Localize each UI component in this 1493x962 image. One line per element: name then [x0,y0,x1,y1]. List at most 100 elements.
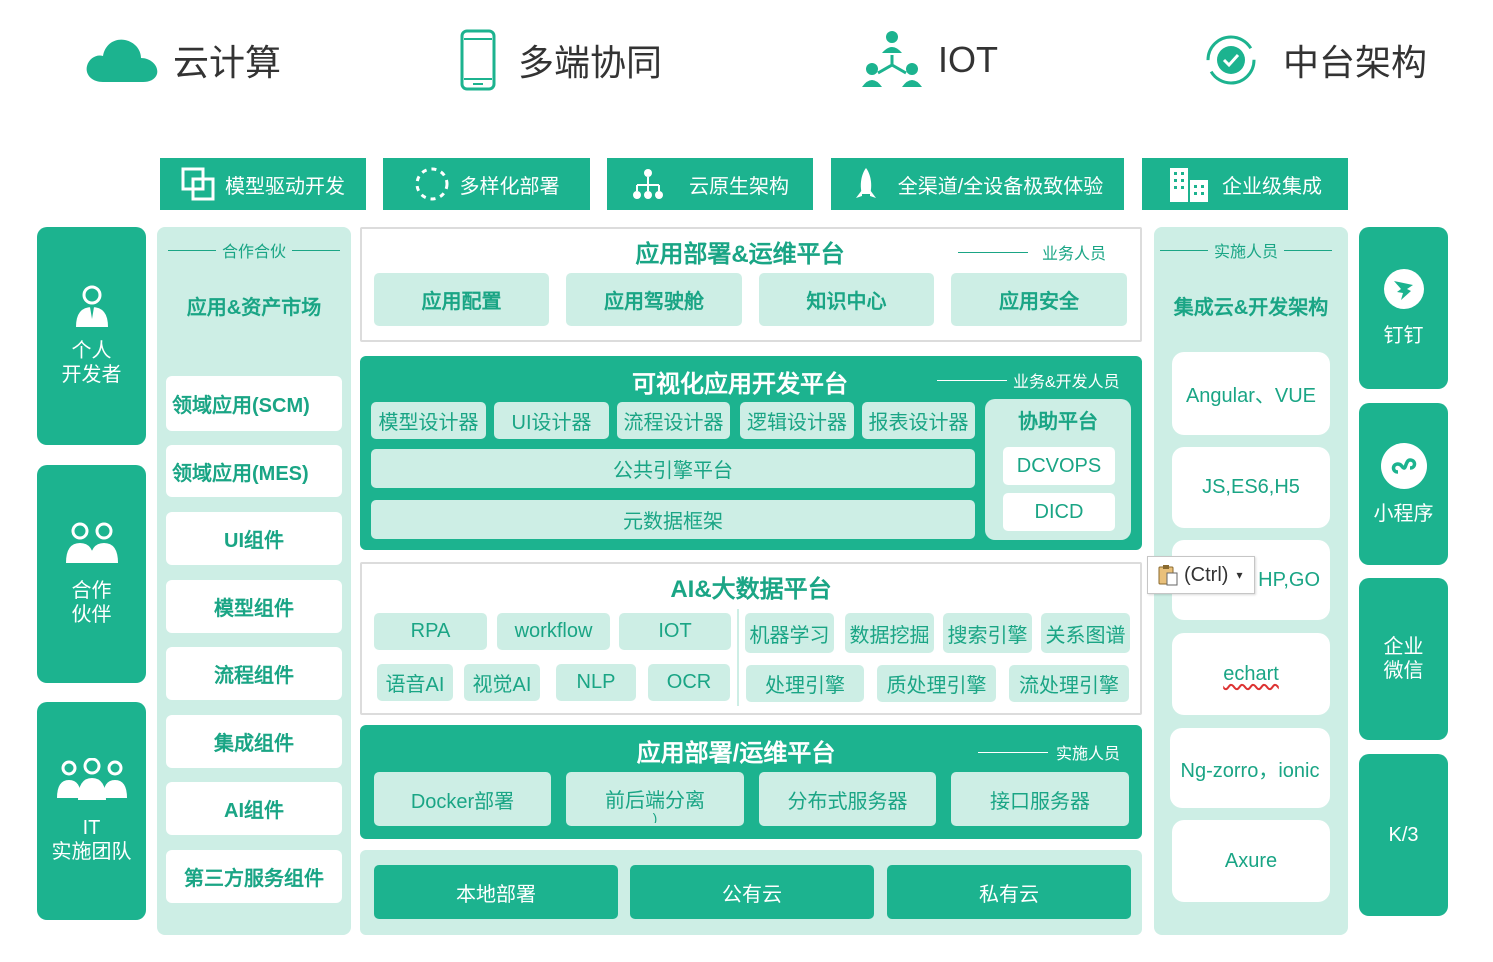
role-card-developer: 个人 开发者 [37,227,146,445]
tooltip-label: (Ctrl) [1184,563,1229,586]
cloud-item-private[interactable]: 私有云 [887,865,1131,919]
feature-label: 云原生架构 [689,175,789,198]
chevron-down-icon[interactable]: ▾ [1236,568,1243,582]
card-label: 企业 [1383,636,1424,658]
role-label: 伙伴 [71,604,112,626]
market-item-model[interactable]: 模型组件 [166,580,342,633]
tech-header: 实施人员 [1160,238,1338,262]
team-icon [56,758,127,800]
mini-program-icon [1380,443,1427,489]
market-item-thirdparty[interactable]: 第三方服务组件 [166,850,342,903]
market-item-ai[interactable]: AI组件 [166,782,342,835]
deploy-item-distributed[interactable]: 分布式服务器 [759,772,936,826]
ops-platform-title: 应用部署&运维平台 [635,241,845,268]
market-header-label: 合作合伙 [222,244,287,261]
ai-divider [737,609,739,706]
ops-item-security[interactable]: 应用安全 [951,273,1127,326]
top-item-multi: 多端协同 [460,20,662,100]
ai-item-mining[interactable]: 数据挖掘 [845,613,934,653]
designer-ui[interactable]: UI设计器 [494,402,609,439]
tech-item-angular[interactable]: Angular、VUE [1172,352,1330,435]
deploy-item-docker[interactable]: Docker部署 [374,772,551,826]
ops-item-knowledge[interactable]: 知识中心 [759,273,934,326]
card-k3[interactable]: K/3 [1359,754,1448,916]
ai-item-ocr[interactable]: OCR [648,664,730,701]
market-header: 合作合伙 [168,238,346,262]
ai-item-search[interactable]: 搜索引擎 [943,613,1032,653]
market-item-mes[interactable]: 领域应用(MES) [166,445,342,497]
top-label-iot: IOT [938,39,998,80]
designer-logic[interactable]: 逻辑设计器 [740,402,854,439]
cloud-item-public[interactable]: 公有云 [630,865,874,919]
feature-multi-deploy: 多样化部署 [383,158,590,210]
engine-platform[interactable]: 公共引擎平台 [371,449,975,488]
feature-label: 模型驱动开发 [225,175,345,198]
designer-flow[interactable]: 流程设计器 [617,402,730,439]
cloud-item-local[interactable]: 本地部署 [374,865,618,919]
tech-item-js[interactable]: JS,ES6,H5 [1172,447,1330,528]
assist-item-dcvops[interactable]: DCVOPS [1003,447,1115,485]
ai-item-iot[interactable]: IOT [619,613,731,650]
card-label: 微信 [1383,660,1424,682]
role-label: 业务&开发人员 [1013,374,1120,391]
ops-platform-role: 业务人员 [958,240,1106,264]
card-miniprogram[interactable]: 小程序 [1359,403,1448,565]
top-item-iot: IOT [860,20,998,100]
role-label: 实施团队 [51,841,132,863]
deploy-platform-title: 应用部署/运维平台 [636,740,836,767]
dotted-ring-icon [415,167,448,201]
designer-model[interactable]: 模型设计器 [371,402,486,439]
feature-enterprise: 企业级集成 [1142,158,1348,210]
role-label: 开发者 [61,364,122,386]
market-item-ui[interactable]: UI组件 [166,512,342,565]
deploy-item-separation[interactable]: 前后端分离 ) [566,772,744,826]
ai-item-ml[interactable]: 机器学习 [745,613,834,653]
ai-item-workflow[interactable]: workflow [497,613,610,650]
top-label-midplatform: 中台架构 [1283,42,1428,83]
feature-model-driven: 模型驱动开发 [160,158,366,210]
feature-label: 企业级集成 [1222,175,1322,198]
card-wecom[interactable]: 企业 微信 [1359,578,1448,740]
ops-item-cockpit[interactable]: 应用驾驶舱 [566,273,742,326]
person-icon [75,285,108,327]
tech-item-echart[interactable]: echart [1172,633,1330,715]
deploy-item-interface[interactable]: 接口服务器 [951,772,1129,826]
squares-icon [181,167,215,201]
designer-report[interactable]: 报表设计器 [862,402,975,439]
market-item-flow[interactable]: 流程组件 [166,647,342,700]
deploy-item-overflow: ) [652,812,658,823]
card-label: K/3 [1388,824,1419,846]
feature-label: 全渠道/全设备极致体验 [897,175,1104,198]
market-item-integration[interactable]: 集成组件 [166,715,342,768]
role-card-partner: 合作 伙伴 [37,465,146,683]
top-item-midplatform: 中台架构 [1205,20,1427,100]
deploy-platform-role: 实施人员 [978,740,1120,764]
tech-item-ngzorro[interactable]: Ng-zorro，ionic [1170,728,1330,808]
assist-item-dicd[interactable]: DICD [1003,493,1115,531]
feature-cloud-native: 云原生架构 [607,158,813,210]
metadata-framework[interactable]: 元数据框架 [371,500,975,539]
ai-item-process[interactable]: 处理引擎 [746,665,864,702]
ai-item-nlp[interactable]: NLP [556,664,636,701]
top-item-cloud: 云计算 [85,20,281,100]
ai-item-quality[interactable]: 质处理引擎 [877,665,996,702]
rocket-icon [855,168,876,198]
ai-item-stream[interactable]: 流处理引擎 [1009,665,1129,702]
ai-item-voice[interactable]: 语音AI [377,664,453,701]
tech-item-axure[interactable]: Axure [1172,820,1330,902]
card-dingtalk[interactable]: 钉钉 [1359,227,1448,389]
deploy-item-label: 前后端分离 [605,789,705,812]
ops-item-config[interactable]: 应用配置 [374,273,549,326]
role-card-it-team: IT 实施团队 [37,702,146,920]
role-label: 个人 [71,340,112,362]
ai-item-rpa[interactable]: RPA [374,613,487,650]
top-label-cloud: 云计算 [173,42,282,83]
market-title: 应用&资产市场 [186,296,322,319]
role-label: 业务人员 [1042,246,1107,263]
ai-item-graph[interactable]: 关系图谱 [1041,613,1130,653]
tech-title: 集成云&开发架构 [1173,296,1329,319]
ai-item-vision[interactable]: 视觉AI [464,664,540,701]
paste-options-tooltip[interactable]: (Ctrl) ▾ [1147,556,1255,594]
market-item-scm[interactable]: 领域应用(SCM) [166,376,342,431]
buildings-icon [1170,168,1208,202]
